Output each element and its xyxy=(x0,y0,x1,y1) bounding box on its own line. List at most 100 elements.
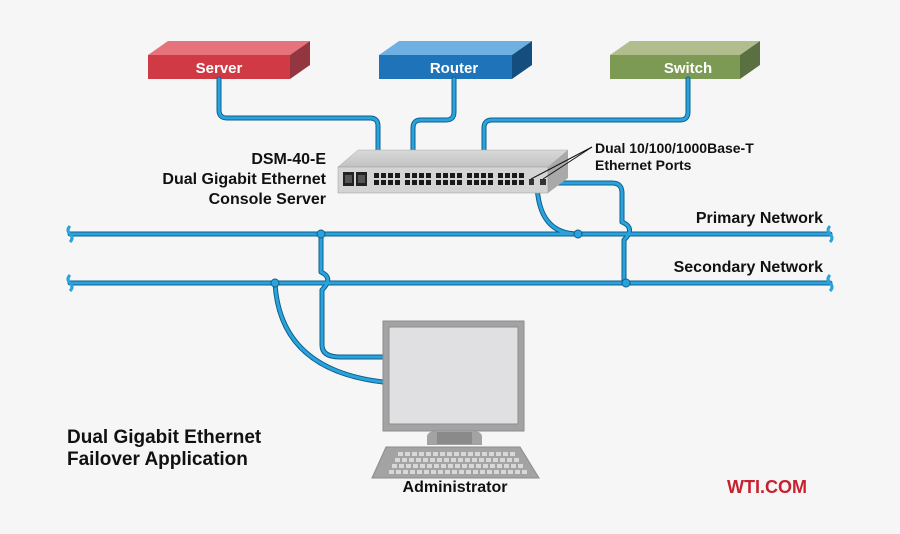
router-device: Router xyxy=(379,41,532,79)
application-title-line1: Dual Gigabit Ethernet xyxy=(67,427,262,448)
keyboard-key xyxy=(473,470,478,474)
serial-port xyxy=(412,173,417,178)
primary-left-terminator xyxy=(66,224,74,244)
serial-port xyxy=(381,180,386,185)
serial-port xyxy=(443,180,448,185)
serial-port xyxy=(512,180,517,185)
router-label: Router xyxy=(430,60,478,77)
junction-dots xyxy=(270,229,631,288)
serial-port xyxy=(498,173,503,178)
primary-network-label: Primary Network xyxy=(695,210,823,227)
keyboard-key xyxy=(406,464,411,468)
keyboard-key xyxy=(447,452,452,456)
cables xyxy=(67,76,833,385)
application-title: Dual Gigabit Ethernet Failover Applicati… xyxy=(67,427,261,471)
serial-port xyxy=(419,180,424,185)
keyboard-key xyxy=(468,452,473,456)
brand-logo: WTI.COM xyxy=(727,477,807,497)
serial-port xyxy=(381,173,386,178)
keyboard-key xyxy=(398,452,403,456)
keyboard-key xyxy=(410,470,415,474)
callout-lines xyxy=(530,146,593,180)
ethernet-port-1 xyxy=(529,179,534,185)
serial-port xyxy=(443,173,448,178)
keyboard-key xyxy=(465,458,470,462)
serial-port xyxy=(374,180,379,185)
secondary-network-label: Secondary Network xyxy=(673,259,823,276)
serial-port xyxy=(395,173,400,178)
keyboard-key xyxy=(455,464,460,468)
serial-port xyxy=(512,173,517,178)
serial-port xyxy=(457,173,462,178)
keyboard-key xyxy=(504,464,509,468)
primary-right-terminator xyxy=(826,224,834,244)
serial-port xyxy=(426,173,431,178)
keyboard-key xyxy=(490,464,495,468)
console-server-line3: Console Server xyxy=(208,191,326,208)
keyboard-key xyxy=(427,464,432,468)
application-title-line2: Failover Application xyxy=(67,449,248,470)
serial-port xyxy=(388,180,393,185)
switch-device: Switch xyxy=(610,41,760,79)
keyboard-key xyxy=(441,464,446,468)
keyboard-key xyxy=(402,458,407,462)
serial-port xyxy=(450,173,455,178)
keyboard-key xyxy=(423,458,428,462)
keyboard-key xyxy=(420,464,425,468)
callout-line2: Ethernet Ports xyxy=(595,157,692,173)
administrator-workstation xyxy=(371,320,540,479)
keyboard-key xyxy=(451,458,456,462)
serial-port xyxy=(426,180,431,185)
keyboard-key xyxy=(434,464,439,468)
keyboard-key xyxy=(479,458,484,462)
keyboard-key xyxy=(405,452,410,456)
keyboard-key xyxy=(437,458,442,462)
keyboard-key xyxy=(438,470,443,474)
keyboard-key xyxy=(431,470,436,474)
keyboard-key xyxy=(515,470,520,474)
serial-port xyxy=(467,173,472,178)
keyboard-key xyxy=(483,464,488,468)
keyboard-key xyxy=(466,470,471,474)
keyboard-key xyxy=(458,458,463,462)
keyboard-keys xyxy=(389,452,527,474)
serial-port xyxy=(481,173,486,178)
keyboard-key xyxy=(472,458,477,462)
callout-line1: Dual 10/100/1000Base-T xyxy=(595,140,754,156)
keyboard-key xyxy=(459,470,464,474)
keyboard-key xyxy=(514,458,519,462)
keyboard-key xyxy=(396,470,401,474)
keyboard-key xyxy=(476,464,481,468)
keyboard-key xyxy=(413,464,418,468)
keyboard-key xyxy=(508,470,513,474)
keyboard-key xyxy=(486,458,491,462)
administrator-label: Administrator xyxy=(402,479,508,496)
keyboard-key xyxy=(392,464,397,468)
serial-port xyxy=(457,180,462,185)
keyboard-key xyxy=(518,464,523,468)
keyboard-key xyxy=(494,470,499,474)
keyboard-key xyxy=(412,452,417,456)
serial-port xyxy=(395,180,400,185)
keyboard-key xyxy=(409,458,414,462)
keyboard-key xyxy=(461,452,466,456)
serial-port xyxy=(474,173,479,178)
serial-port xyxy=(498,180,503,185)
keyboard-key xyxy=(452,470,457,474)
secondary-right-terminator xyxy=(826,273,834,293)
serial-port xyxy=(505,173,510,178)
network-terminators xyxy=(66,224,834,293)
serial-port xyxy=(481,180,486,185)
keyboard-key xyxy=(426,452,431,456)
console-server-line2: Dual Gigabit Ethernet xyxy=(162,171,326,188)
serial-port xyxy=(488,173,493,178)
keyboard-key xyxy=(496,452,501,456)
secondary-left-terminator xyxy=(66,273,74,293)
keyboard-key xyxy=(433,452,438,456)
serial-port xyxy=(505,180,510,185)
keyboard-key xyxy=(399,464,404,468)
switch-label: Switch xyxy=(664,60,712,77)
keyboard-key xyxy=(444,458,449,462)
serial-port xyxy=(436,173,441,178)
